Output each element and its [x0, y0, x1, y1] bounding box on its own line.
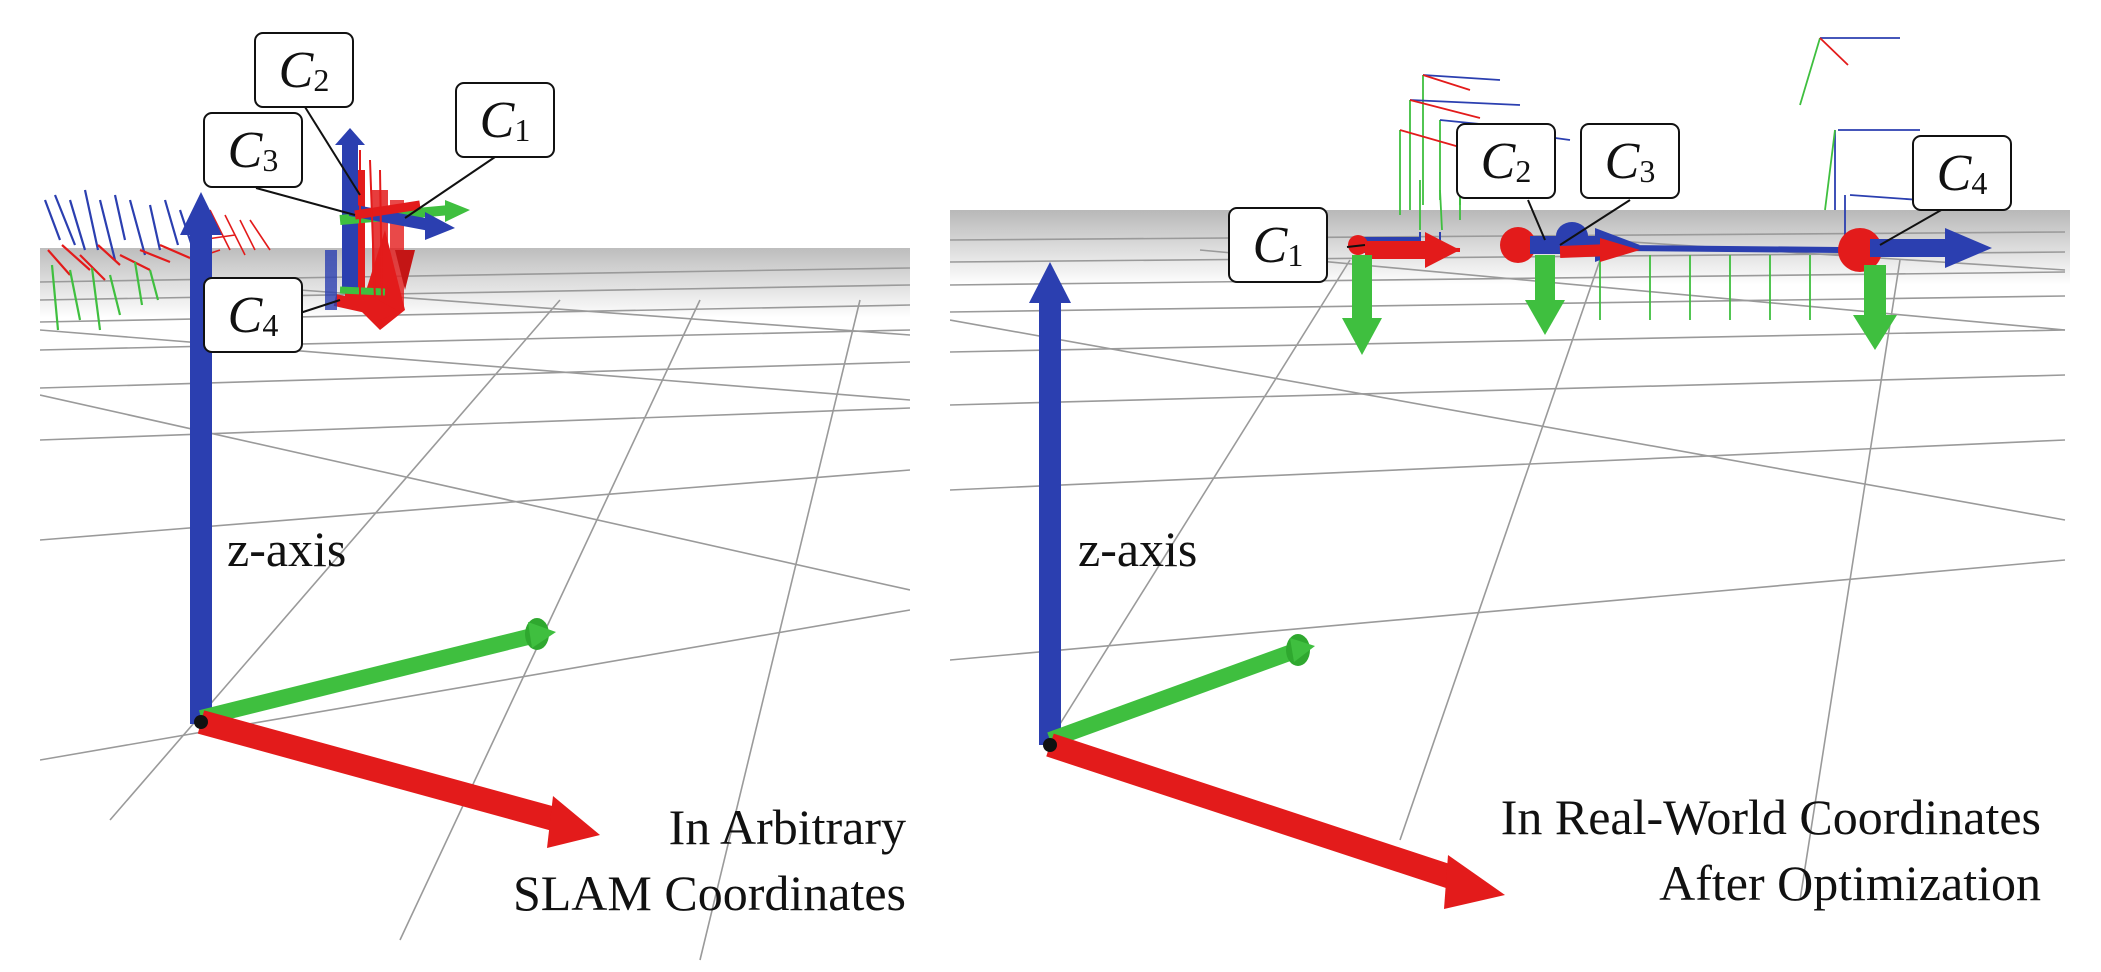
right-caption-line2: After Optimization: [1659, 855, 2041, 911]
right-reference-cameras: [1399, 37, 1921, 240]
left-caption: In Arbitrary SLAM Coordinates: [513, 794, 906, 926]
right-world-axes: [1029, 262, 1505, 909]
right-x-axis-shaft: [1046, 733, 1464, 892]
left-z-axis-label: z-axis: [227, 521, 347, 577]
right-y-axis-shaft: [1047, 644, 1295, 748]
left-callout-lines: [255, 106, 496, 314]
left-x-axis-head: [547, 796, 600, 848]
left-slam-trajectory: [43, 189, 271, 331]
right-caption-line1: In Real-World Coordinates: [1500, 789, 2041, 845]
left-x-axis-shaft: [197, 710, 569, 834]
left-world-axes: [180, 192, 600, 848]
right-z-axis-head: [1029, 262, 1071, 303]
camera-c2c3-axes: [1500, 222, 1640, 335]
camera-c4-axes: [1838, 228, 1992, 350]
right-z-axis-label: z-axis: [1078, 521, 1198, 577]
right-x-axis-head: [1444, 855, 1505, 909]
camera-c1-axes: [1342, 232, 1460, 355]
right-callout-lines: [1346, 199, 1951, 248]
left-caption-line2: SLAM Coordinates: [512, 865, 906, 921]
left-horizon-band: [40, 248, 910, 318]
left-caption-line1: In Arbitrary: [668, 799, 906, 855]
left-y-axis-shaft: [199, 628, 534, 726]
left-ground-grid: [40, 267, 910, 961]
right-ground-grid: [950, 231, 2066, 901]
right-panel: [950, 37, 2070, 909]
left-panel: [40, 106, 910, 961]
left-camera-cluster: [325, 128, 470, 330]
left-z-axis-head: [180, 192, 222, 235]
right-caption: In Real-World Coordinates After Optimiza…: [1501, 784, 2041, 916]
